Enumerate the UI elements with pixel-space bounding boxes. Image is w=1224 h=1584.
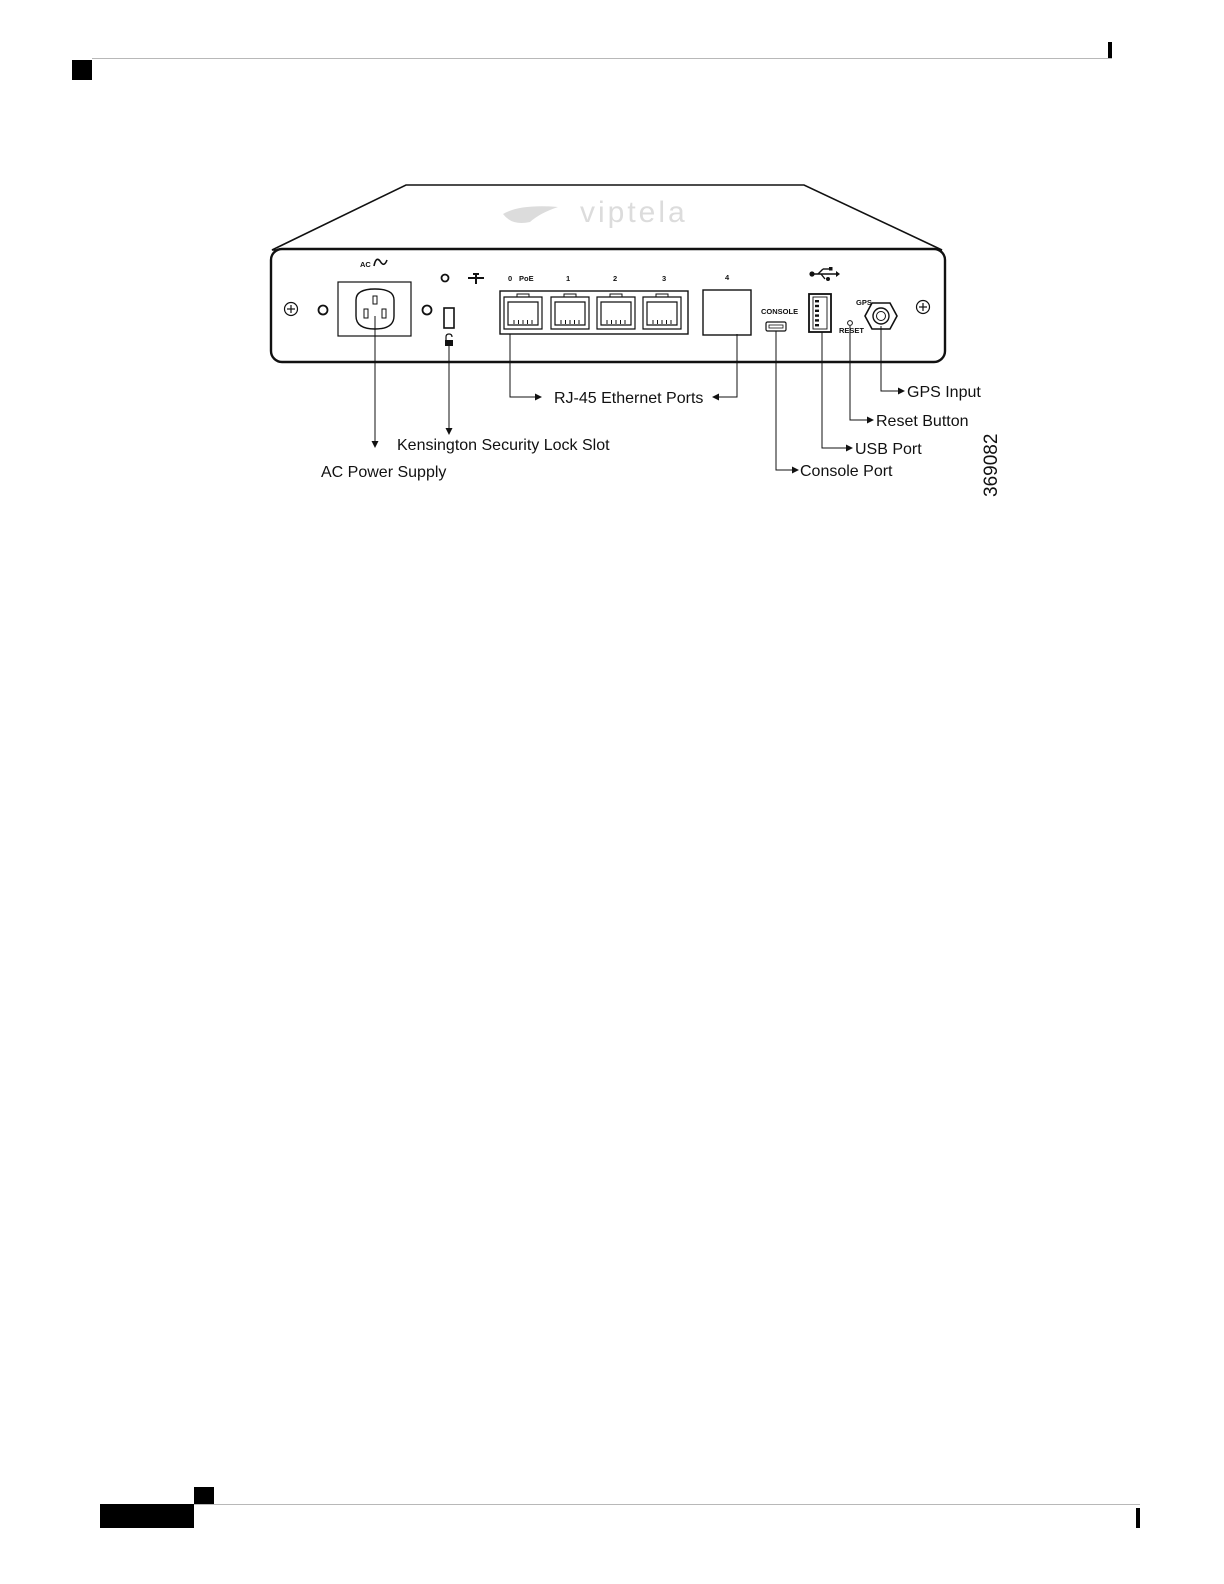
reset-button — [848, 321, 853, 326]
mount-hole — [423, 306, 432, 315]
rj45-port-4-housing — [703, 290, 751, 335]
reset-label: RESET — [839, 326, 864, 335]
mount-hole — [319, 306, 328, 315]
kensington-lock-callout: Kensington Security Lock Slot — [397, 437, 610, 454]
console-port-callout: Console Port — [800, 463, 893, 480]
console-port — [766, 322, 786, 331]
brand-wordmark: viptela — [580, 196, 688, 229]
usb-pin — [815, 305, 819, 307]
port-2-label: 2 — [613, 274, 617, 283]
port-1-label: 1 — [566, 274, 570, 283]
console-label: CONSOLE — [761, 307, 798, 316]
rj45-ports-callout: RJ-45 Ethernet Ports — [554, 390, 703, 407]
usb-port-callout: USB Port — [855, 441, 922, 458]
kensington-lock-slot — [444, 308, 454, 328]
gps-input-callout: GPS Input — [907, 384, 981, 401]
screw-icon — [917, 301, 930, 314]
port-3-label: 3 — [662, 274, 666, 283]
usb-pin — [815, 324, 819, 326]
usb-pin — [815, 319, 819, 321]
usb-port — [809, 294, 831, 332]
gps-connector — [865, 303, 897, 329]
figure-id: 369082 — [981, 434, 1002, 497]
gps-label: GPS — [856, 298, 872, 307]
ac-power-supply-callout: AC Power Supply — [321, 464, 446, 481]
usb-pin — [815, 310, 819, 312]
usb-pin — [815, 314, 819, 316]
poe-label: PoE — [519, 274, 534, 283]
reset-button-callout: Reset Button — [876, 413, 969, 430]
port-0-label: 0 — [508, 274, 512, 283]
led-indicator — [442, 275, 449, 282]
screw-icon — [285, 303, 298, 316]
ac-label: AC — [360, 260, 371, 269]
usb-pin — [815, 300, 819, 302]
